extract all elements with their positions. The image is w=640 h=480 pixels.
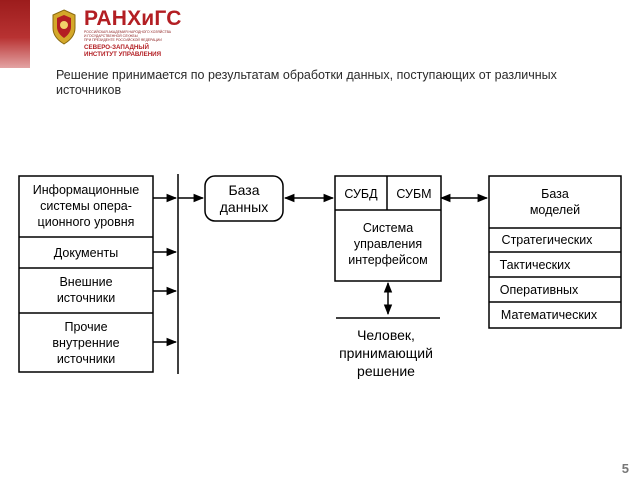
human-label-line1: Человек, bbox=[357, 327, 415, 343]
source-external-line1: Внешние bbox=[59, 275, 112, 289]
branch-line-2: ИНСТИТУТ УПРАВЛЕНИЯ bbox=[84, 51, 162, 58]
database-box bbox=[204, 175, 284, 222]
model-tactical: Тактических bbox=[500, 258, 572, 272]
interface-label-line1: Система bbox=[363, 221, 413, 235]
interface-label-line2: управления bbox=[354, 237, 422, 251]
model-strategic: Стратегических bbox=[502, 233, 594, 247]
model-mathematical: Математических bbox=[501, 308, 598, 322]
model-operative: Оперативных bbox=[500, 283, 579, 297]
brand-block: РАНХиГС РОССИЙСКАЯ АКАДЕМИЯ НАРОДНОГО ХО… bbox=[84, 7, 182, 59]
mbms-label: СУБМ bbox=[396, 187, 431, 201]
model-base-label-line2: моделей bbox=[530, 203, 580, 217]
central-box bbox=[334, 175, 442, 282]
brand-subtitle-3: ПРИ ПРЕЗИДЕНТЕ РОССИЙСКОЙ ФЕДЕРАЦИИ bbox=[84, 38, 162, 42]
source-external-line2: источники bbox=[57, 291, 115, 305]
brand-name: РАНХиГС bbox=[84, 7, 182, 30]
corner-accent-bar bbox=[0, 0, 30, 68]
sources-box bbox=[18, 175, 154, 373]
slide-heading: Решение принимается по результатам обраб… bbox=[56, 68, 557, 97]
branch-line-1: СЕВЕРО-ЗАПАДНЫЙ bbox=[84, 44, 149, 51]
interface-label-line3: интерфейсом bbox=[348, 253, 428, 267]
source-documents: Документы bbox=[54, 246, 118, 260]
source-internal-line1: Прочие bbox=[64, 320, 107, 334]
brand-subtitle-1: РОССИЙСКАЯ АКАДЕМИЯ НАРОДНОГО ХОЗЯЙСТВА bbox=[84, 30, 172, 34]
human-label-line2: принимающий bbox=[339, 345, 433, 361]
source-internal-line2: внутренние bbox=[52, 336, 119, 350]
database-label-line2: данных bbox=[220, 199, 268, 215]
source-info-systems-line3: ционного уровня bbox=[38, 215, 135, 229]
source-info-systems-line2: системы опера- bbox=[40, 199, 132, 213]
source-info-systems-line1: Информационные bbox=[33, 183, 140, 197]
page-number: 5 bbox=[621, 461, 629, 476]
database-label-line1: База bbox=[228, 182, 259, 198]
source-internal-line3: источники bbox=[57, 352, 115, 366]
dbms-label: СУБД bbox=[344, 187, 378, 201]
model-base-label-line1: База bbox=[541, 187, 569, 201]
human-label-line3: решение bbox=[357, 363, 415, 379]
emblem-icon bbox=[52, 9, 76, 45]
brand-subtitle-2: И ГОСУДАРСТВЕННОЙ СЛУЖБЫ bbox=[84, 34, 138, 38]
